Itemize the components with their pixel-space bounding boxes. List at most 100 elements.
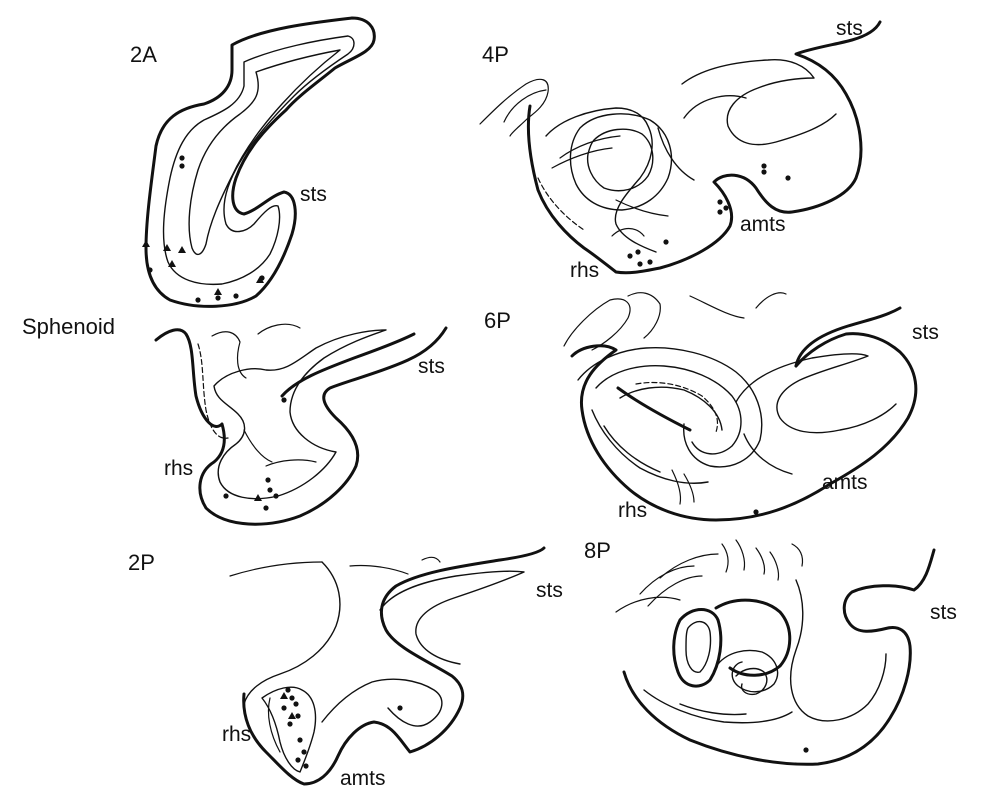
section-6P-dashed-boundary (635, 381, 719, 433)
section-2A-dot (147, 267, 153, 273)
section-2P-fragment (267, 697, 281, 753)
section-6P-hippocampus-core (619, 386, 723, 431)
section-sphenoid-inner-fragment (265, 459, 317, 467)
section-4P-rhs-label: rhs (570, 259, 600, 282)
section-8P-hippocampus-left-inner (685, 621, 712, 673)
section-6P-upper-lobe (627, 292, 661, 339)
section-4P-dot (663, 239, 669, 245)
section-4P-inner-lobe (657, 127, 695, 181)
section-2P-dot (285, 687, 291, 693)
section-2P-triangle (280, 692, 288, 699)
section-6P-rhs-label: rhs (618, 499, 648, 522)
section-8P-hippocampus-core-inner (735, 667, 768, 696)
section-sphenoid (154, 323, 448, 526)
section-4P-hippocampus-outer (569, 113, 673, 211)
section-2P-dot (301, 749, 307, 755)
section-2A-triangle (178, 246, 186, 253)
section-sphenoid-triangle (254, 494, 262, 501)
section-4P-hippocampus-detail (551, 147, 613, 169)
section-4P (479, 20, 882, 275)
section-8P-upper-fragment (647, 575, 703, 607)
section-6P-upper-fragment (689, 295, 745, 319)
section-2A (142, 16, 376, 308)
section-2A-dot (215, 295, 221, 301)
section-6P-upper-left-lobe (563, 298, 631, 351)
section-6P-hippocampus-outer (577, 347, 763, 468)
section-sphenoid-dot (273, 493, 279, 499)
section-8P-upper-fragment (659, 553, 719, 579)
section-2A-dot (179, 163, 185, 169)
section-2P-rhs-label: rhs (222, 723, 252, 746)
section-2P (229, 546, 546, 786)
section-2A-outer-contour (144, 16, 376, 308)
section-6P-inner-lobe (743, 433, 793, 475)
section-4P-dot (635, 249, 641, 255)
section-2P-dot (295, 713, 301, 719)
section-4P-hippocampus-inner (586, 128, 654, 192)
section-6P-fragment (683, 473, 695, 503)
section-6P-hippocampus-band (616, 386, 692, 432)
section-6P-fragment (671, 469, 682, 505)
section-2P-dot (287, 721, 293, 727)
section-2P-sulcus-line (379, 570, 525, 665)
section-sphenoid-dot (263, 505, 269, 511)
section-2A-dot (179, 155, 185, 161)
section-8P-outer-contour (622, 548, 936, 766)
section-4P-dot (761, 163, 767, 169)
section-sphenoid-title: Sphenoid (22, 314, 115, 339)
section-4P-amts-label: amts (740, 213, 786, 236)
section-2P-upper-lobe (243, 561, 341, 705)
section-6P-sulcus-line (735, 353, 897, 434)
section-2P-dot (293, 701, 299, 707)
section-4P-outer-contour (526, 20, 882, 275)
section-2P-title: 2P (128, 550, 155, 575)
section-2A-triangle (256, 276, 264, 283)
section-2P-sts-label: sts (536, 579, 563, 602)
section-6P-title: 6P (484, 308, 511, 333)
section-4P-dashed-boundary (537, 177, 585, 231)
section-4P-dot (761, 169, 767, 175)
section-sphenoid-sts-label: sts (418, 355, 445, 378)
section-8P-hippocampus-core (717, 649, 779, 693)
section-4P-sts-label: sts (836, 17, 863, 40)
section-4P-fragment (611, 227, 645, 237)
section-2P-dot (281, 705, 287, 711)
section-4P-hippocampus-detail (615, 199, 669, 217)
section-sphenoid-dot (267, 487, 273, 493)
section-8P-sts-label: sts (930, 601, 957, 624)
section-8P-hippocampus-right (714, 598, 792, 677)
section-8P-title: 8P (584, 538, 611, 563)
section-sphenoid-rhs-label: rhs (164, 457, 194, 480)
section-2A-dot (233, 293, 239, 299)
section-8P-upper-fragment (791, 543, 804, 567)
section-6P-lower-contour (603, 425, 661, 473)
section-2A-triangle (214, 288, 222, 295)
section-2A-triangle (142, 240, 150, 247)
section-2P-dot (295, 757, 301, 763)
section-8P-upper-fragment (721, 543, 729, 573)
section-2A-triangle (163, 244, 171, 251)
section-2P-outer-contour (242, 546, 546, 786)
section-4P-dot (637, 261, 643, 267)
section-8P-left-contour (615, 596, 681, 613)
section-4P-dot (647, 259, 653, 265)
section-sphenoid-dashed-boundary (197, 343, 229, 439)
section-8P-upper-fragment (769, 551, 780, 581)
section-8P-dot (803, 747, 809, 753)
section-4P-sulcus-line (681, 59, 837, 146)
section-sphenoid-inner-fragment (243, 429, 273, 463)
section-sphenoid-dot (265, 477, 271, 483)
section-2A-sts-label: sts (300, 183, 327, 206)
section-2P-inner-contour (321, 678, 443, 727)
section-2A-inner-contour (162, 35, 355, 286)
section-4P-dot (717, 209, 723, 215)
section-2P-fragment (349, 564, 409, 575)
section-6P-hippocampus-inner (595, 365, 742, 455)
section-sphenoid-upper-fragment (257, 323, 301, 335)
section-6P-top-contour (794, 306, 902, 368)
section-4P-upper-left-lobe (503, 89, 547, 123)
section-4P-hippocampus-detail (559, 135, 621, 159)
section-8P-inner-contour (679, 703, 747, 716)
